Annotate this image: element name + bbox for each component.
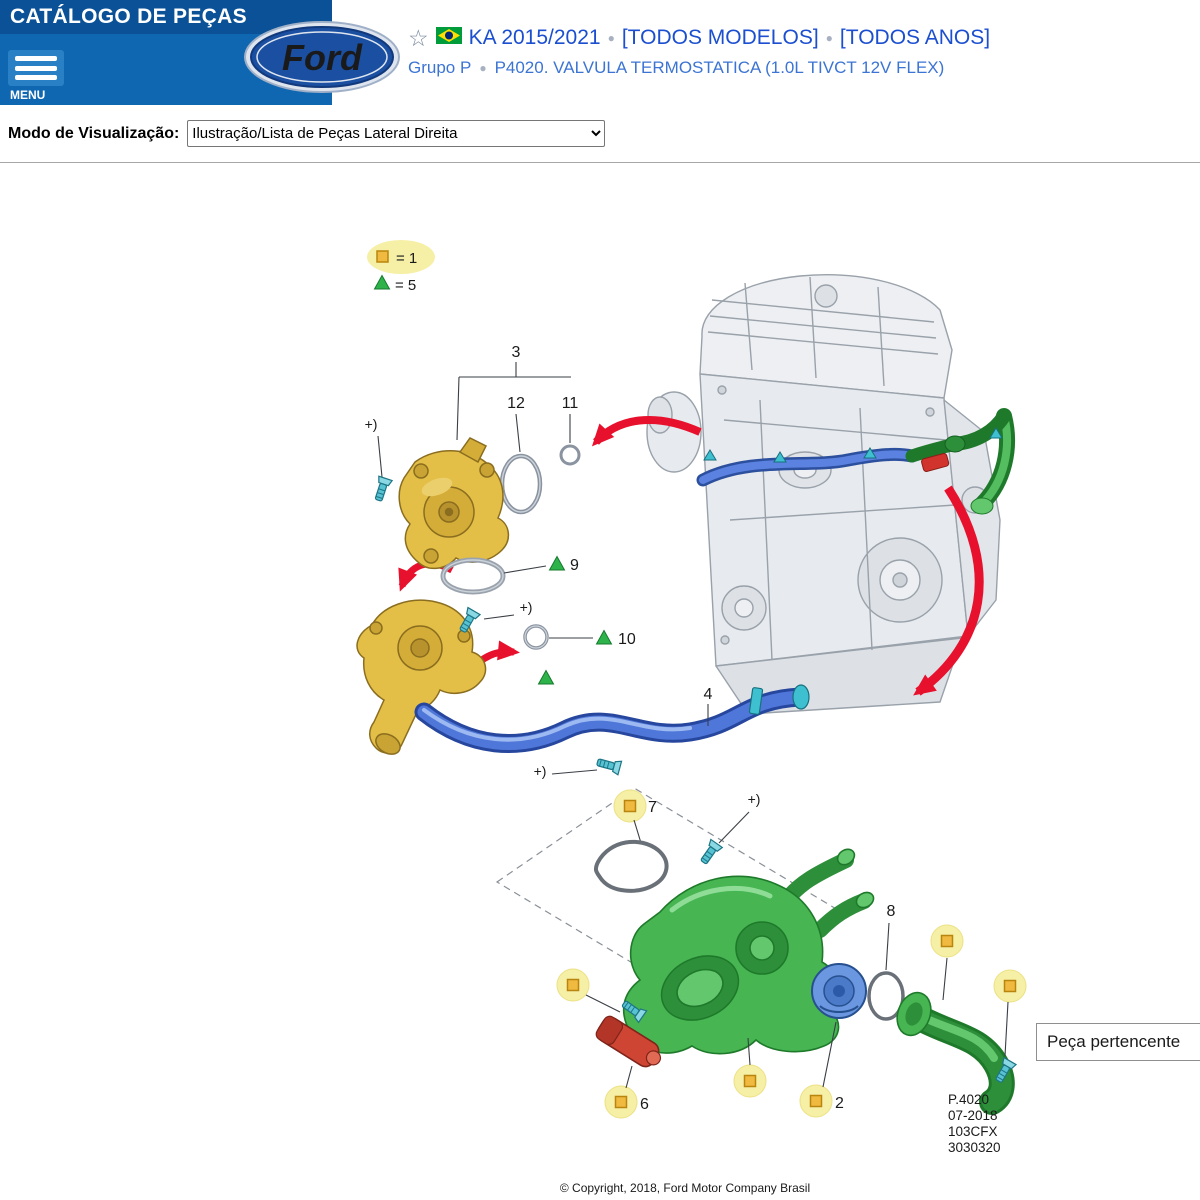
callout-bracket <box>456 362 571 453</box>
sensor-red-6[interactable] <box>594 1014 666 1073</box>
triangle-marker-10 <box>596 630 612 645</box>
part-marker-badge[interactable] <box>799 1084 833 1118</box>
separator-bullet: ● <box>825 31 833 45</box>
page-header: CATÁLOGO DE PEÇAS MENU Ford ☆ KA 2015/20… <box>0 0 1200 107</box>
callout-6[interactable]: 6 <box>640 1096 649 1113</box>
thermostat-housing-green[interactable] <box>622 846 877 1055</box>
separator-bullet: ● <box>607 31 615 45</box>
copyright-text: © Copyright, 2018, Ford Motor Company Br… <box>560 1181 810 1195</box>
o-ring-10[interactable] <box>523 624 549 650</box>
brazil-flag-icon <box>435 26 462 50</box>
part-marker-badge[interactable] <box>733 1064 767 1098</box>
hamburger-icon <box>8 50 64 86</box>
legend: = 1 = 5 <box>367 240 435 294</box>
breadcrumb-models[interactable]: [TODOS MODELOS] <box>621 26 819 49</box>
part-marker-badge[interactable] <box>556 968 590 1002</box>
callout-3[interactable]: 3 <box>512 344 521 361</box>
bolt-mark: +) <box>365 416 378 432</box>
legend-triangle-label: = 5 <box>395 277 416 294</box>
part-tooltip: Peça pertencente <box>1036 1023 1200 1061</box>
water-pump-upper[interactable] <box>398 437 510 570</box>
water-pump-lower[interactable] <box>356 599 487 758</box>
ford-wordmark: Ford <box>282 37 363 78</box>
part-marker-badge[interactable] <box>993 969 1027 1003</box>
callout-8[interactable]: 8 <box>887 903 896 920</box>
bolt-mark: +) <box>748 791 761 807</box>
gasket-9[interactable] <box>440 557 506 595</box>
coolant-hose-4[interactable] <box>414 684 810 754</box>
callout-7[interactable]: 7 <box>648 799 657 816</box>
bolt-icon[interactable] <box>371 475 393 504</box>
part-title: P4020. VALVULA TERMOSTATICA (1.0L TIVCT … <box>494 58 945 77</box>
view-mode-select[interactable]: Ilustração/Lista de Peças Lateral Direit… <box>187 120 606 147</box>
ford-logo[interactable]: Ford <box>243 20 401 94</box>
callout-12[interactable]: 12 <box>507 395 525 412</box>
menu-label: MENU <box>8 86 64 107</box>
breadcrumb-years[interactable]: [TODOS ANOS] <box>839 26 991 49</box>
parts-diagram: 3 12 11 +) 9 +) <box>356 240 1027 1195</box>
separator-bullet: ● <box>479 61 487 75</box>
callout-4[interactable]: 4 <box>704 686 713 703</box>
o-ring-12[interactable] <box>499 453 543 515</box>
drawing-plate: P.4020 07-2018 103CFX 3030320 <box>948 1092 1001 1155</box>
callout-11[interactable]: 11 <box>562 395 579 412</box>
part-marker-badge[interactable] <box>613 789 647 823</box>
menu-button[interactable]: MENU <box>8 50 64 107</box>
bolt-icon[interactable] <box>697 838 723 867</box>
breadcrumb-vehicle[interactable]: KA 2015/2021 <box>468 26 601 49</box>
plate-code: P.4020 <box>948 1092 989 1107</box>
favorite-star-icon[interactable]: ☆ <box>408 24 429 51</box>
breadcrumb-group: Grupo P <box>408 58 472 77</box>
o-ring-11[interactable] <box>559 444 581 466</box>
callout-9[interactable]: 9 <box>570 557 579 574</box>
legend-square-label: = 1 <box>396 250 417 267</box>
plate-ref2: 3030320 <box>948 1140 1001 1155</box>
triangle-marker <box>538 670 554 685</box>
plate-ref1: 103CFX <box>948 1124 998 1139</box>
gasket-7[interactable] <box>593 840 669 893</box>
view-mode-row: Modo de Visualização: Ilustração/Lista d… <box>0 105 1200 163</box>
upper-hose-assembly <box>696 408 1015 515</box>
triangle-marker-9 <box>549 556 565 571</box>
o-ring-8[interactable] <box>867 971 905 1021</box>
view-mode-label: Modo de Visualização: <box>8 124 180 142</box>
thermostat-2[interactable] <box>811 963 867 1019</box>
breadcrumb: ☆ KA 2015/2021 ● [TODOS MODELOS] ● [TODO… <box>408 26 990 78</box>
outlet-pipe-green[interactable] <box>891 988 1015 1115</box>
bolt-icon[interactable] <box>595 754 623 776</box>
part-marker-badge[interactable] <box>930 924 964 958</box>
illustration-area: 3 12 11 +) 9 +) <box>0 163 1200 1200</box>
bolt-mark: +) <box>520 599 533 615</box>
callout-10[interactable]: 10 <box>618 631 636 648</box>
part-marker-badge[interactable] <box>604 1085 638 1119</box>
bolt-mark: +) <box>534 763 547 779</box>
callout-2[interactable]: 2 <box>835 1095 844 1112</box>
plate-date: 07-2018 <box>948 1108 998 1123</box>
